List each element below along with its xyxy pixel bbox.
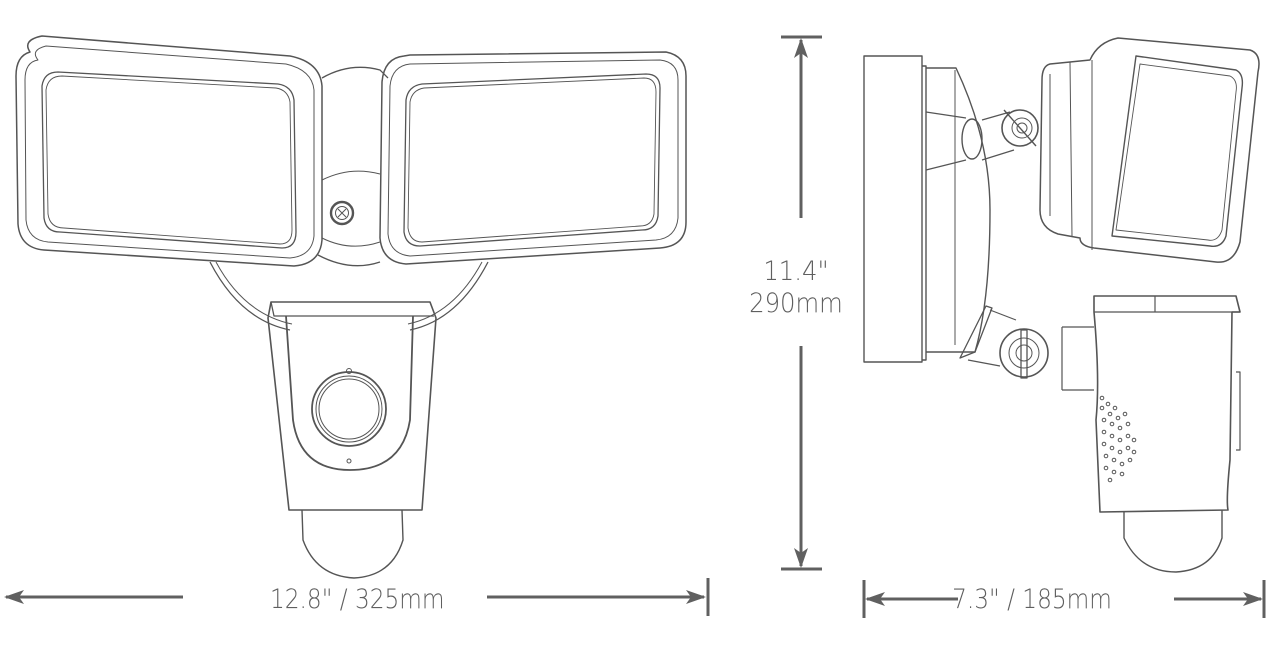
height-inches-label: 11.4" bbox=[763, 256, 829, 287]
camera-body bbox=[267, 301, 437, 511]
height-dimension-label: 11.4" 290mm bbox=[747, 256, 844, 321]
camera-body-side bbox=[1093, 295, 1241, 513]
camera-lens bbox=[311, 371, 387, 447]
motion-sensor-dome-side bbox=[1123, 510, 1223, 573]
upper-swivel-joint bbox=[925, 109, 1039, 171]
side-view bbox=[863, 37, 1260, 573]
width-dimension bbox=[4, 578, 710, 616]
height-dimension bbox=[781, 35, 822, 571]
lower-swivel-joint bbox=[959, 305, 1094, 391]
width-dimension-label: 12.8" / 325mm bbox=[270, 584, 445, 615]
mounting-plate bbox=[317, 66, 389, 267]
mounting-arc bbox=[209, 261, 489, 331]
front-view bbox=[15, 35, 687, 579]
right-light-panel bbox=[379, 51, 687, 265]
depth-dimension-label: 7.3" / 185mm bbox=[952, 584, 1112, 615]
wall-mount-base bbox=[863, 55, 991, 363]
motion-sensor-dome bbox=[301, 509, 404, 579]
height-mm-label: 290mm bbox=[749, 288, 843, 320]
light-panel-side bbox=[1039, 37, 1260, 263]
left-light-panel bbox=[15, 35, 323, 267]
depth-dimension bbox=[862, 580, 1266, 618]
center-screw-icon bbox=[329, 200, 355, 226]
speaker-grille-icon bbox=[1099, 395, 1137, 483]
